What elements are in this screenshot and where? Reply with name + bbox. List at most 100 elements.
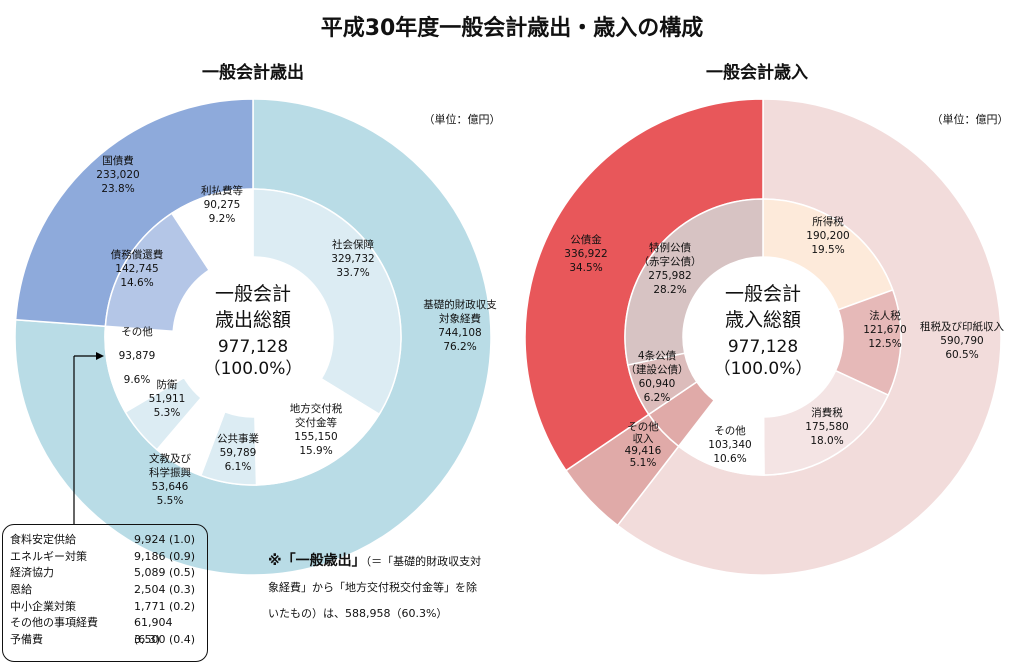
slice-label-shotoku: 19.5%: [811, 244, 844, 256]
breakdown-name: 中小企業対策: [10, 599, 76, 613]
breakdown-value: 3,500 (0.4): [134, 633, 196, 647]
breakdown-value: 9,186 (0.9): [134, 549, 196, 563]
other-arrow: [73, 352, 104, 524]
slice-label-chiho: 交付金等: [295, 416, 337, 429]
slice-label-kiso: 対象経費: [439, 312, 481, 325]
breakdown-row: 中小企業対策 1,771 (0.2): [10, 599, 200, 616]
center-total-label: 一般会計: [215, 283, 291, 305]
slice-label-sonota: 93,879: [119, 350, 156, 362]
slice-label-chiho: 155,150: [294, 431, 337, 443]
footnote-lead: ※「一般歳出」: [268, 553, 366, 569]
revenue-chart: 一般会計歳入（単位：億円）一般会計歳入総額977,128（100.0%）租税及び…: [524, 62, 1009, 576]
slice-label-saimu: 14.6%: [120, 277, 153, 289]
slice-label-tokurei: 28.2%: [653, 284, 686, 296]
slice-label-shakai: 33.7%: [336, 267, 369, 279]
slice-label-sonota-shunyu: 収入: [633, 433, 654, 445]
slice-label-shohi: 175,580: [805, 421, 848, 433]
breakdown-row: エネルギー対策 9,186 (0.9): [10, 549, 200, 566]
revenue-center: [683, 257, 843, 417]
slice-label-tokurei: 特例公債: [649, 241, 691, 254]
breakdown-name: その他の事項経費: [10, 616, 98, 630]
slice-label-shotoku: 所得税: [812, 215, 844, 228]
slice-label-tokurei: 275,982: [648, 270, 691, 282]
slice-label-sozei: 租税及び印紙収入: [920, 320, 1004, 333]
slice-label-bunkyo: 科学振興: [149, 466, 191, 479]
slice-label-hojin: 12.5%: [868, 338, 901, 350]
center-total-label: 歳入総額: [725, 309, 801, 331]
unit-label: （単位：億円）: [932, 112, 1009, 126]
slice-label-boei: 防衛: [157, 378, 178, 391]
footnote: ※「一般歳出」（＝「基礎的財政収支対 象経費」から「地方交付税交付金等」を除 い…: [268, 548, 518, 627]
slice-label-kensetsu: 60,940: [639, 378, 676, 390]
slice-label-hojin: 121,670: [863, 324, 906, 336]
slice-label-sonota-shunyu: その他: [627, 420, 659, 433]
slice-label-koukyo: 6.1%: [225, 461, 252, 473]
footnote-text: （＝「基礎的財政収支対: [365, 555, 482, 568]
slice-label-shohi: 消費税: [811, 406, 843, 419]
center-total-value: （100.0%）: [714, 359, 813, 379]
slice-label-ribarai: 9.2%: [209, 213, 236, 225]
slice-label-shohi: 18.0%: [810, 435, 843, 447]
center-total-value: （100.0%）: [204, 359, 303, 379]
slice-label-kiso: 744,108: [438, 327, 481, 339]
slice-label-bunkyo: 53,646: [152, 481, 189, 493]
slice-label-bunkyo: 文教及び: [149, 452, 191, 465]
footnote-text: いたもの）: [268, 607, 323, 620]
slice-label-shakai: 社会保障: [332, 238, 374, 251]
slice-label-kensetsu: （建設公債）: [626, 363, 689, 376]
breakdown-value: 5,089 (0.5): [134, 566, 196, 580]
center-total-value: 977,128: [218, 337, 288, 357]
slice-label-hojin: 法人税: [869, 309, 901, 322]
breakdown-name: エネルギー対策: [10, 549, 87, 563]
breakdown-row: 経済協力 5,089 (0.5): [10, 565, 200, 582]
breakdown-value: 2,504 (0.3): [134, 583, 196, 597]
slice-label-sonota: 103,340: [708, 439, 751, 451]
slice-label-ribarai: 利払費等: [201, 184, 243, 197]
slice-label-kosaikin: 336,922: [564, 248, 607, 260]
other-breakdown-box: [2, 524, 208, 662]
slice-label-sonota-shunyu: 5.1%: [630, 457, 657, 469]
center-total-label: 歳出総額: [215, 309, 291, 331]
slice-label-kokusai: 23.8%: [101, 183, 134, 195]
slice-label-sonota: その他: [121, 325, 153, 338]
slice-label-kensetsu: 6.2%: [644, 392, 671, 404]
breakdown-name: 予備費: [10, 633, 43, 647]
other-arrow-head: [96, 352, 104, 360]
slice-label-chiho: 15.9%: [299, 445, 332, 457]
chart-title: 一般会計歳出: [202, 62, 304, 83]
slice-label-kensetsu: 4条公債: [638, 349, 677, 362]
slice-label-sonota: 9.6%: [124, 374, 151, 386]
slice-label-sonota: 10.6%: [713, 453, 746, 465]
slice-label-kiso: 基礎的財政収支: [423, 298, 497, 311]
footnote-figure: は、588,958（60.3%）: [323, 607, 448, 620]
page-title: 平成30年度一般会計歳出・歳入の構成: [320, 16, 704, 41]
slice-label-kosaikin: 公債金: [570, 233, 602, 246]
breakdown-row: 予備費 3,500 (0.4): [10, 632, 200, 649]
slice-label-kokusai: 国債費: [102, 154, 134, 167]
breakdown-value: 1,771 (0.2): [134, 599, 196, 613]
slice-label-sozei: 590,790: [940, 335, 983, 347]
slice-label-bunkyo: 5.5%: [157, 495, 184, 507]
slice-label-boei: 51,911: [149, 393, 186, 405]
breakdown-value: 61,904 (6.3): [134, 616, 173, 647]
chart-title: 一般会計歳入: [706, 62, 808, 83]
slice-label-sonota: その他: [714, 424, 746, 437]
center-total-label: 一般会計: [725, 283, 801, 305]
slice-label-sozei: 60.5%: [945, 349, 978, 361]
slice-label-koukyo: 59,789: [220, 447, 257, 459]
slice-label-tokurei: （赤字公債）: [639, 255, 702, 268]
slice-label-shotoku: 190,200: [806, 230, 849, 242]
breakdown-row: その他の事項経費 61,904 (6.3): [10, 615, 200, 646]
breakdown-value: 9,924 (1.0): [134, 533, 196, 546]
slice-label-koukyo: 公共事業: [217, 432, 259, 445]
breakdown-name: 経済協力: [10, 566, 54, 580]
footnote-text: 象経費」から「地方交付税交付金等」を除: [268, 581, 477, 594]
slice-label-ribarai: 90,275: [204, 199, 241, 211]
expenditure-inner-slice: [252, 188, 402, 416]
unit-label: （単位：億円）: [424, 112, 501, 126]
slice-label-sonota-shunyu: 49,416: [625, 445, 662, 457]
